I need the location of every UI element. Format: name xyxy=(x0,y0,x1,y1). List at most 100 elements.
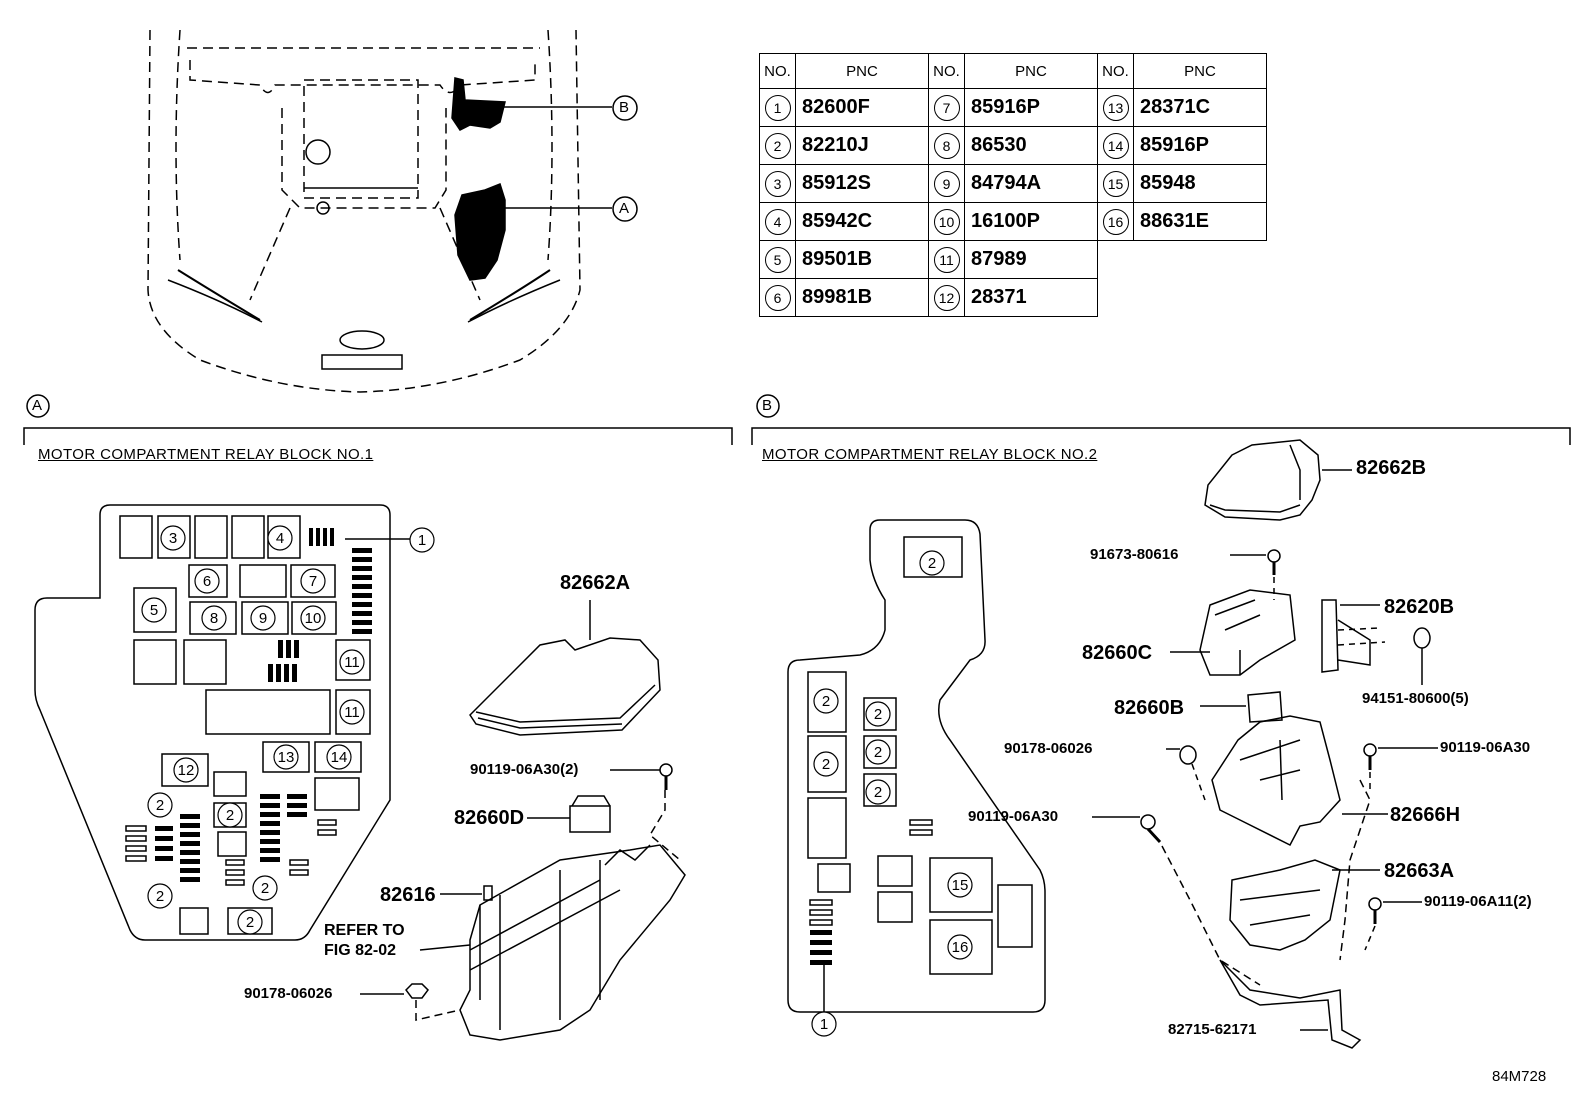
item-number: 9 xyxy=(933,170,960,197)
header-no: NO. xyxy=(1097,53,1134,89)
item-number: 14 xyxy=(1102,132,1129,159)
callout-circle xyxy=(339,699,365,725)
callout-circle xyxy=(237,909,263,935)
refer-text-line1: REFER TO xyxy=(324,922,405,939)
part-label-clip-b: 94151-80600(5) xyxy=(1362,690,1469,707)
callout-number: 2 xyxy=(226,807,234,824)
relay-block-1 xyxy=(34,504,410,941)
item-number: 11 xyxy=(933,246,960,273)
callout-number: 2 xyxy=(246,914,254,931)
part-label-cover-b: 82662B xyxy=(1356,457,1427,479)
figure-id: 84M728 xyxy=(1492,1068,1547,1085)
item-number: 4 xyxy=(764,208,791,235)
callout-circle xyxy=(194,568,220,594)
item-number: 7 xyxy=(933,94,960,121)
callout-number: 2 xyxy=(822,693,830,710)
part-label-nut-a: 90178-06026 xyxy=(244,985,333,1002)
part-label-bolt2-b: 90119-06A30 xyxy=(968,808,1059,825)
callout-number: 2 xyxy=(261,880,269,897)
callout-circle xyxy=(160,525,186,551)
pnc-code: 82210J xyxy=(795,126,929,165)
pnc-code: 28371 xyxy=(964,278,1098,317)
callout-circle xyxy=(947,934,973,960)
part-label-relay-a: 82660D xyxy=(454,807,525,829)
pnc-code: 89981B xyxy=(795,278,929,317)
pnc-code: 84794A xyxy=(964,164,1098,203)
section-a-marker: A xyxy=(32,397,43,414)
pnc-code: 87989 xyxy=(964,240,1098,279)
callout-circle xyxy=(267,525,293,551)
callout-circle xyxy=(300,605,326,631)
callout-circle xyxy=(813,688,839,714)
callout-circle xyxy=(252,875,278,901)
callout-number: 2 xyxy=(874,744,882,761)
pnc-code: 88631E xyxy=(1133,202,1267,241)
callout-number: 2 xyxy=(822,756,830,773)
part-label-fuse-a: 82616 xyxy=(380,884,436,906)
section-b-marker: B xyxy=(762,397,773,414)
callout-number: 11 xyxy=(344,654,360,671)
part-label-bracket-b: 82620B xyxy=(1384,596,1455,618)
header-pnc: PNC xyxy=(964,53,1098,89)
callout-circle xyxy=(409,527,435,553)
callout-number: 2 xyxy=(156,888,164,905)
callout-number: 5 xyxy=(150,602,158,619)
section-b-title: MOTOR COMPARTMENT RELAY BLOCK NO.2 xyxy=(762,446,1098,463)
item-number: 8 xyxy=(933,132,960,159)
callout-number: 4 xyxy=(276,530,284,547)
callout-circle xyxy=(147,792,173,818)
part-label-cover-a: 82662A xyxy=(560,572,631,594)
item-number: 10 xyxy=(933,208,960,235)
pnc-table-header-row: NO. PNC NO. PNC NO. PNC xyxy=(759,53,1267,89)
section-a-title: MOTOR COMPARTMENT RELAY BLOCK NO.1 xyxy=(38,446,374,463)
callout-circle xyxy=(217,802,243,828)
callout-number: 10 xyxy=(305,610,322,627)
callout-number: 8 xyxy=(210,610,218,627)
callout-circle xyxy=(947,872,973,898)
parts-b-drawings xyxy=(1092,439,1438,1049)
part-label-lower-b: 82663A xyxy=(1384,860,1455,882)
pnc-code: 82600F xyxy=(795,88,929,127)
header-no: NO. xyxy=(928,53,965,89)
callout-number: 6 xyxy=(203,573,211,590)
callout-number: 11 xyxy=(344,704,360,721)
item-number: 16 xyxy=(1102,208,1129,235)
refer-text-line2: FIG 82-02 xyxy=(324,942,397,959)
part-label-bolt3-b: 90119-06A11(2) xyxy=(1424,893,1532,910)
callout-circle xyxy=(919,550,945,576)
pnc-code: 85912S xyxy=(795,164,929,203)
callout-circle xyxy=(201,605,227,631)
item-number: 15 xyxy=(1102,170,1129,197)
callout-circle xyxy=(813,751,839,777)
callout-number: 7 xyxy=(309,573,317,590)
part-label-nut-b: 90178-06026 xyxy=(1004,740,1093,757)
item-number: 1 xyxy=(764,94,791,121)
part-label-screw-b: 91673-80616 xyxy=(1090,546,1179,563)
pnc-code: 28371C xyxy=(1133,88,1267,127)
part-label-stay-b: 82715-62171 xyxy=(1168,1021,1257,1038)
callout-circle xyxy=(250,605,276,631)
callout-number: 2 xyxy=(928,555,936,572)
callout-number: 2 xyxy=(156,797,164,814)
callout-circle xyxy=(273,744,299,770)
item-number: 6 xyxy=(764,284,791,311)
callout-circle xyxy=(147,883,173,909)
callout-circle xyxy=(811,1011,837,1037)
callout-b: B xyxy=(619,99,630,116)
callout-circle xyxy=(141,597,167,623)
pnc-code: 16100P xyxy=(964,202,1098,241)
callout-number: 9 xyxy=(259,610,267,627)
pnc-code: 89501B xyxy=(795,240,929,279)
pnc-code: 86530 xyxy=(964,126,1098,165)
callout-circle xyxy=(173,757,199,783)
pnc-code: 85948 xyxy=(1133,164,1267,203)
callout-number: 1 xyxy=(418,532,426,549)
